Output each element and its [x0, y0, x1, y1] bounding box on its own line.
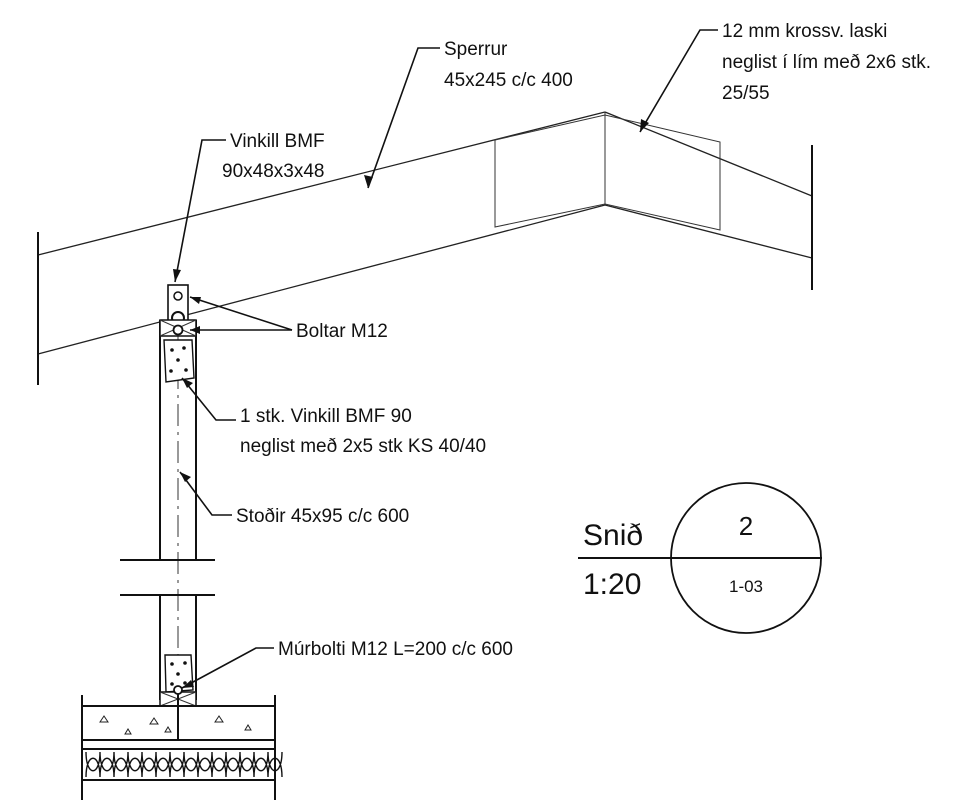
nail-dot — [170, 348, 174, 352]
gusset-outline — [494, 114, 721, 231]
anchor-bolt-head — [173, 685, 183, 695]
nail-dot — [169, 369, 173, 373]
leader-angle-side — [181, 377, 236, 421]
leader-lines — [173, 29, 718, 689]
top-connection — [159, 284, 197, 383]
label-angle-top-name: Vinkill BMF — [230, 131, 325, 152]
section-scale: 1:20 — [583, 568, 641, 601]
leader-studs — [179, 471, 232, 516]
label-angle-side-2: neglist með 2x5 stk KS 40/40 — [240, 436, 486, 457]
nail-dot — [176, 358, 180, 362]
leader-gusset — [639, 29, 718, 133]
arrow-head — [190, 326, 200, 334]
leader-angle-top — [174, 139, 226, 283]
arrow-head — [640, 119, 649, 132]
label-gusset-3: 25/55 — [722, 83, 770, 104]
arrow-head — [182, 680, 194, 688]
leader-bolt-upper — [189, 296, 293, 331]
label-gusset-2: neglist í lím með 2x6 stk. — [722, 52, 931, 73]
annotations: Sperrur 45x245 c/c 400 12 mm krossv. las… — [222, 21, 931, 660]
rafter-bottom-edge-right — [604, 204, 813, 259]
arrow-head — [182, 378, 193, 388]
insulation-hatch — [85, 751, 283, 778]
nail-dot — [176, 672, 180, 676]
label-gusset-1: 12 mm krossv. laski — [722, 21, 887, 42]
arrow-head — [190, 297, 201, 304]
rafter — [37, 111, 813, 385]
leader-anchor-bolt — [181, 647, 274, 689]
section-title: Snið — [583, 519, 643, 552]
bottom-connection — [159, 654, 197, 740]
nail-dot — [184, 368, 188, 372]
plywood-gusset — [494, 114, 721, 231]
rafter-bottom-edge-left — [37, 204, 606, 355]
nail-dot — [170, 682, 174, 686]
label-anchor-bolt: Múrbolti M12 L=200 c/c 600 — [278, 639, 513, 660]
section-number: 2 — [739, 511, 753, 541]
bolt-hole-upper — [173, 291, 183, 301]
section-mark: Snið 1:20 2 1-03 — [578, 482, 822, 634]
arrow-head — [173, 269, 181, 282]
label-angle-top-size: 90x48x3x48 — [222, 161, 324, 182]
arrow-head — [364, 175, 373, 188]
nail-dot — [183, 681, 187, 685]
nail-dot — [183, 661, 187, 665]
rafter-top-edge-left — [37, 111, 606, 256]
section-sheet: 1-03 — [729, 577, 763, 596]
stud — [120, 320, 215, 700]
leader-rafter — [367, 47, 440, 189]
concrete-hatch — [99, 715, 252, 735]
nail-dot — [170, 662, 174, 666]
floor-slab — [81, 695, 283, 800]
bolt-lower — [172, 324, 184, 336]
label-rafter-name: Sperrur — [444, 39, 508, 60]
label-bolts: Boltar M12 — [296, 321, 388, 342]
label-angle-side-1: 1 stk. Vinkill BMF 90 — [240, 406, 412, 427]
nail-dot — [182, 346, 186, 350]
rafter-top-edge-right — [604, 111, 813, 197]
label-rafter-size: 45x245 c/c 400 — [444, 70, 573, 91]
arrow-head — [180, 472, 191, 482]
label-studs: Stoðir 45x95 c/c 600 — [236, 506, 409, 527]
